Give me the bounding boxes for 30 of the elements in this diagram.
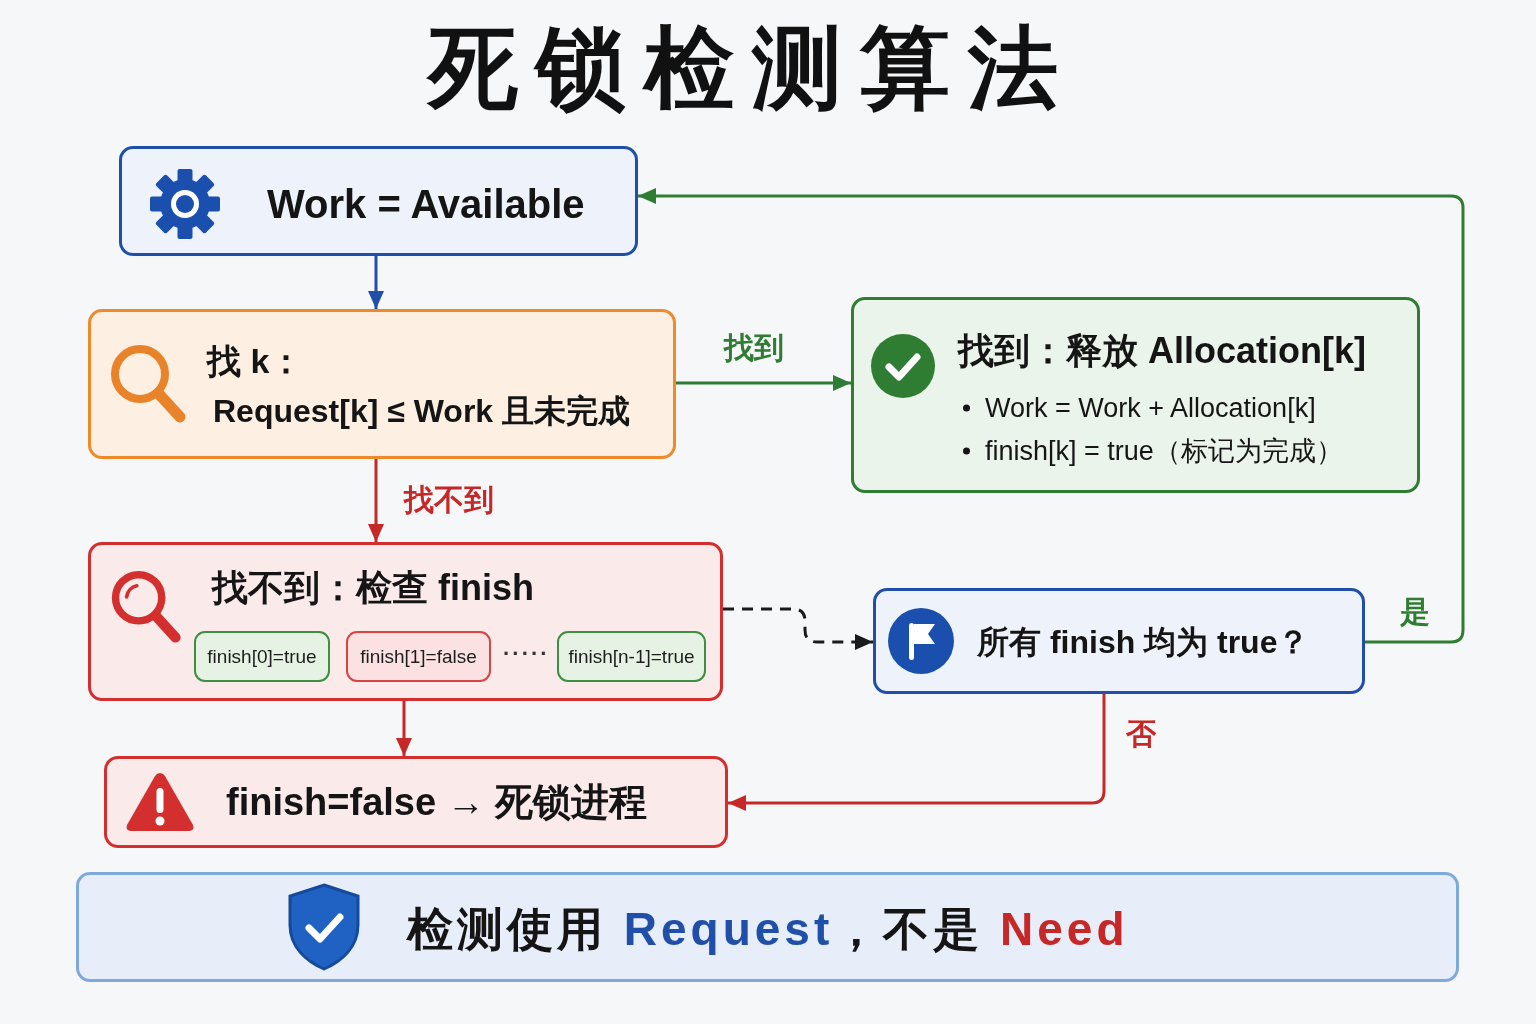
result-box xyxy=(104,756,728,848)
bullet-text: finish[k] = true（标记为完成） xyxy=(985,434,1343,468)
arrow xyxy=(368,459,384,542)
status-tag: finish[n-1]=true xyxy=(557,631,706,682)
arrow xyxy=(728,694,1106,811)
arrow xyxy=(368,256,384,309)
status-tag: finish[1]=false xyxy=(346,631,491,682)
box-text: Work = Available xyxy=(267,181,585,228)
diagram-title: 死锁检测算法 xyxy=(428,17,1076,120)
status-tag: finish[0]=true xyxy=(194,631,330,682)
check-box xyxy=(88,542,723,701)
box-text: finish=false → 死锁进程 xyxy=(226,780,648,826)
decision-box xyxy=(873,588,1365,694)
box-text: 所有 finish 均为 true？ xyxy=(977,622,1310,662)
box-heading: 找到：释放 Allocation[k] xyxy=(958,329,1366,373)
box-heading: 找 k： xyxy=(207,340,304,382)
arrow xyxy=(676,375,851,391)
result-box xyxy=(851,297,1420,493)
note-text: 检测使用 Request，不是 Need xyxy=(407,902,1129,958)
search-step-box xyxy=(88,309,676,459)
note-banner xyxy=(76,872,1459,982)
box-heading: 找不到：检查 finish xyxy=(212,566,534,610)
dashed-arrow xyxy=(723,607,873,650)
arrow xyxy=(396,701,412,756)
process-box xyxy=(119,146,638,256)
ellipsis-text: ····· xyxy=(503,641,550,668)
box-text: Request[k] ≤ Work 且未完成 xyxy=(213,391,630,431)
edge-label: 找到 xyxy=(722,330,786,366)
bullet-text: Work = Work + Allocation[k] xyxy=(985,391,1316,425)
edge-label: 找不到 xyxy=(402,482,496,518)
